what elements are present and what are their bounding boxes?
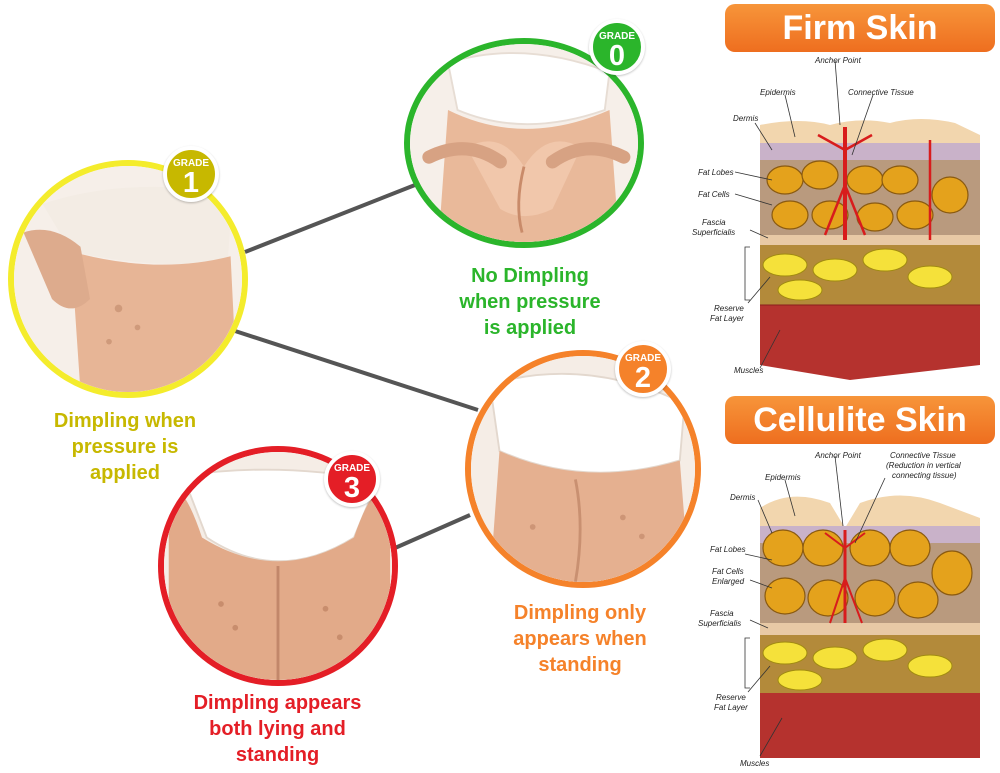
- grade-1-caption: Dimpling when pressure is applied: [15, 408, 235, 486]
- label-muscles: Muscles: [734, 366, 763, 375]
- caption-line: Dimpling appears: [193, 692, 362, 714]
- grade-0-photo: [410, 44, 638, 242]
- label-fascia-superficialis: Superficialis: [698, 619, 741, 628]
- grade-0-photo-circle: [404, 38, 644, 248]
- grade-2-photo-circle: [465, 350, 701, 588]
- label-fat-lobes: Fat Lobes: [698, 168, 734, 177]
- label-anchor-point: Anchor Point: [814, 451, 862, 460]
- caption-line: applied: [89, 462, 160, 484]
- label-connective-tissue: Connective Tissue: [890, 451, 956, 460]
- firm-skin-title: Firm Skin: [725, 4, 995, 52]
- label-fat-lobes: Fat Lobes: [710, 545, 746, 554]
- grade-1-badge-label: GRADE: [172, 158, 210, 169]
- caption-line: Dimpling only: [513, 602, 647, 624]
- label-anchor-point: Anchor Point: [814, 56, 862, 65]
- label-reserve: Reserve: [716, 693, 746, 702]
- firm-skin-diagram: Anchor Point Connective Tissue Epidermis…: [692, 56, 980, 380]
- grade-2-badge-number: 2: [634, 362, 652, 394]
- grade-1-badge-number: 1: [182, 167, 200, 199]
- label-epidermis: Epidermis: [765, 473, 801, 482]
- label-fat-cells-enlarged: Enlarged: [712, 577, 745, 586]
- label-dermis: Dermis: [730, 493, 755, 502]
- grade-2-photo: [471, 356, 695, 582]
- caption-line: Dimpling when: [53, 410, 197, 432]
- label-fascia: Fascia: [702, 218, 726, 227]
- label-fat-cells: Fat Cells: [712, 567, 744, 576]
- grade-3-badge-label: GRADE: [333, 463, 371, 474]
- caption-line: both lying and: [209, 718, 346, 740]
- label-connective-tissue: Connective Tissue: [848, 88, 914, 97]
- label-fascia: Fascia: [710, 609, 734, 618]
- grade-1-photo: [14, 166, 242, 392]
- caption-line: No Dimpling: [471, 265, 589, 287]
- grade-0-badge-number: 0: [608, 40, 626, 72]
- cellulite-skin-diagram: Anchor Point Connective Tissue (Reductio…: [698, 451, 980, 768]
- grade-1-badge: GRADE 1: [163, 146, 219, 202]
- label-dermis: Dermis: [733, 114, 758, 123]
- caption-line: standing: [538, 654, 622, 676]
- grade-0-badge-label: GRADE: [598, 31, 636, 42]
- label-reserve-fat-layer: Fat Layer: [710, 314, 744, 323]
- grade-3-badge-number: 3: [343, 472, 361, 504]
- label-fascia-superficialis: Superficialis: [692, 228, 735, 237]
- cellulite-skin-title: Cellulite Skin: [725, 396, 995, 444]
- label-epidermis: Epidermis: [760, 88, 796, 97]
- label-reserve: Reserve: [714, 304, 744, 313]
- caption-line: when pressure: [459, 291, 601, 313]
- grade-2-badge: GRADE 2: [615, 341, 671, 397]
- caption-line: pressure is: [71, 436, 179, 458]
- caption-line: appears when: [513, 628, 647, 650]
- grade-2-badge-label: GRADE: [624, 353, 662, 364]
- label-connective-note-2: connecting tissue): [892, 471, 957, 480]
- grade-2-caption: Dimpling only appears when standing: [470, 600, 690, 678]
- label-connective-note-1: (Reduction in vertical: [886, 461, 961, 470]
- label-muscles: Muscles: [740, 759, 769, 768]
- grade-0-caption: No Dimpling when pressure is applied: [420, 263, 640, 341]
- label-reserve-fat-layer: Fat Layer: [714, 703, 748, 712]
- grade-3-caption: Dimpling appears both lying and standing: [165, 690, 390, 768]
- grade-1-photo-circle: [8, 160, 248, 398]
- grade-0-badge: GRADE 0: [589, 19, 645, 75]
- label-fat-cells: Fat Cells: [698, 190, 730, 199]
- caption-line: is applied: [483, 317, 577, 339]
- caption-line: standing: [235, 744, 320, 766]
- grade-3-badge: GRADE 3: [324, 451, 380, 507]
